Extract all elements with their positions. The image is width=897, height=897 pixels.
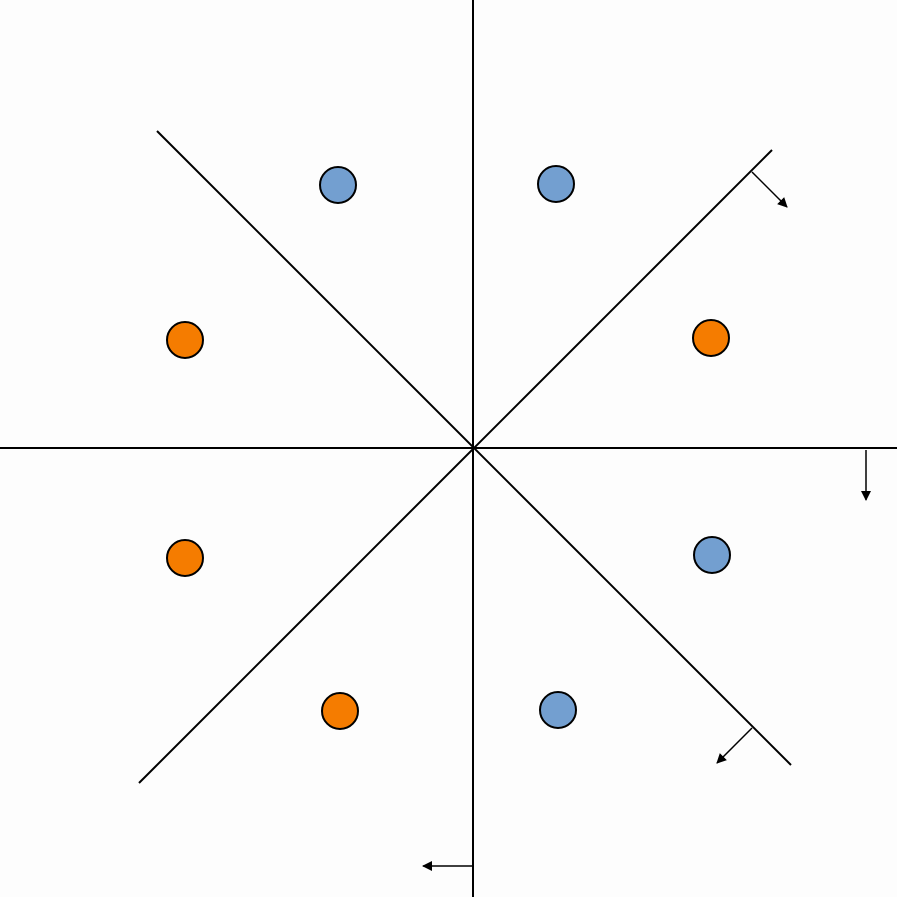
diagonal-up-line-normal-arrow-icon — [751, 171, 788, 208]
point-orange-lower-left — [166, 539, 204, 577]
diagonal-up-line — [138, 149, 773, 784]
point-blue-top-left — [319, 166, 357, 204]
point-orange-upper-right — [692, 319, 730, 357]
normal-arrows — [422, 171, 871, 871]
point-orange-upper-left — [166, 321, 204, 359]
point-blue-bottom-right — [539, 691, 577, 729]
point-orange-bottom-left — [321, 692, 359, 730]
point-blue-top-right — [537, 165, 575, 203]
point-blue-lower-right — [693, 536, 731, 574]
diagonal-down-line-normal-arrow-icon — [716, 727, 753, 764]
diagonal-down-line — [156, 130, 792, 766]
data-points — [166, 165, 731, 730]
